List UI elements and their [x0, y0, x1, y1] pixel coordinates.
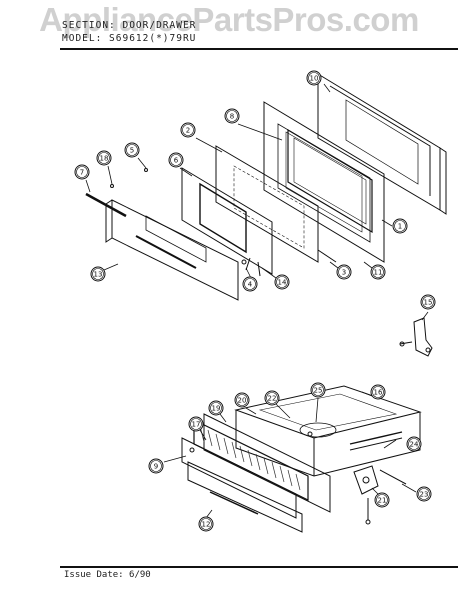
- drawer-face: [181, 437, 297, 519]
- callout-19: 19: [208, 400, 224, 416]
- callout-11: 11: [370, 264, 386, 280]
- callout-label: 23: [420, 491, 429, 499]
- callout-label: 20: [238, 397, 247, 405]
- door-inner-glass: [199, 182, 247, 254]
- issue-date: Issue Date: 6/90: [64, 570, 151, 580]
- drawer-bracket: [353, 465, 379, 495]
- callout-14: 14: [274, 274, 290, 290]
- callout-22: 22: [264, 390, 280, 406]
- callout-label: 17: [192, 421, 201, 429]
- door-front-panel: [111, 199, 239, 301]
- callout-24: 24: [406, 436, 422, 452]
- callout-label: 6: [174, 157, 179, 165]
- callout-25: 25: [310, 382, 326, 398]
- door-window-glass: [287, 128, 373, 234]
- callout-label: 19: [212, 405, 221, 413]
- callout-1: 1: [392, 218, 408, 234]
- callout-9: 9: [148, 458, 164, 474]
- callout-label: 2: [186, 127, 190, 135]
- callout-label: 22: [268, 395, 277, 403]
- callout-label: 5: [130, 147, 134, 155]
- callout-label: 7: [80, 169, 84, 177]
- callout-18: 18: [96, 150, 112, 166]
- door-handle-bar: [85, 192, 127, 218]
- footer-rule: [60, 566, 458, 568]
- callout-label: 9: [154, 463, 158, 471]
- callout-15: 15: [420, 294, 436, 310]
- callout-label: 25: [314, 387, 323, 395]
- callout-12: 12: [198, 516, 214, 532]
- callout-label: 8: [230, 113, 234, 121]
- drawer-slide-rail: [349, 431, 403, 445]
- callout-label: 21: [378, 497, 387, 505]
- header-rule: [60, 48, 458, 50]
- leader-lines: [85, 83, 429, 519]
- door-inner-panel: [181, 167, 273, 275]
- callout-2: 2: [180, 122, 196, 138]
- callout-label: 10: [310, 75, 319, 83]
- callout-10: 10: [306, 70, 322, 86]
- drawer-front-panel: [203, 413, 331, 513]
- section-title: SECTION: DOOR/DRAWER: [62, 20, 197, 31]
- callout-label: 1: [398, 223, 402, 231]
- model-number: MODEL: S69612(*)79RU: [62, 33, 197, 44]
- drawer-base-plate: [187, 461, 303, 533]
- callout-label: 3: [342, 269, 346, 277]
- drawer-gasket: [193, 419, 309, 501]
- door-liner: [215, 145, 319, 263]
- callout-3: 3: [336, 264, 352, 280]
- callout-label: 18: [100, 155, 109, 163]
- callout-8: 8: [224, 108, 240, 124]
- callout-20: 20: [234, 392, 250, 408]
- callout-label: 16: [374, 389, 383, 397]
- callout-13: 13: [90, 266, 106, 282]
- callout-16: 16: [370, 384, 386, 400]
- callout-label: 12: [202, 521, 211, 529]
- callout-label: 11: [374, 269, 383, 277]
- callout-7: 7: [74, 164, 90, 180]
- callout-label: 13: [94, 271, 103, 279]
- callout-label: 14: [278, 279, 287, 287]
- callout-label: 15: [424, 299, 433, 307]
- callout-6: 6: [168, 152, 184, 168]
- site-watermark: AppliancePartsPros.com: [39, 1, 419, 38]
- door-window-frame: [263, 101, 385, 263]
- gasket-texture: [199, 425, 301, 491]
- callout-4: 4: [242, 276, 258, 292]
- door-handle-grip: [135, 235, 197, 269]
- callout-23: 23: [416, 486, 432, 502]
- callout-17: 17: [188, 416, 204, 432]
- callout-label: 24: [410, 441, 419, 449]
- callout-5: 5: [124, 142, 140, 158]
- callout-21: 21: [374, 492, 390, 508]
- callout-label: 4: [248, 281, 253, 289]
